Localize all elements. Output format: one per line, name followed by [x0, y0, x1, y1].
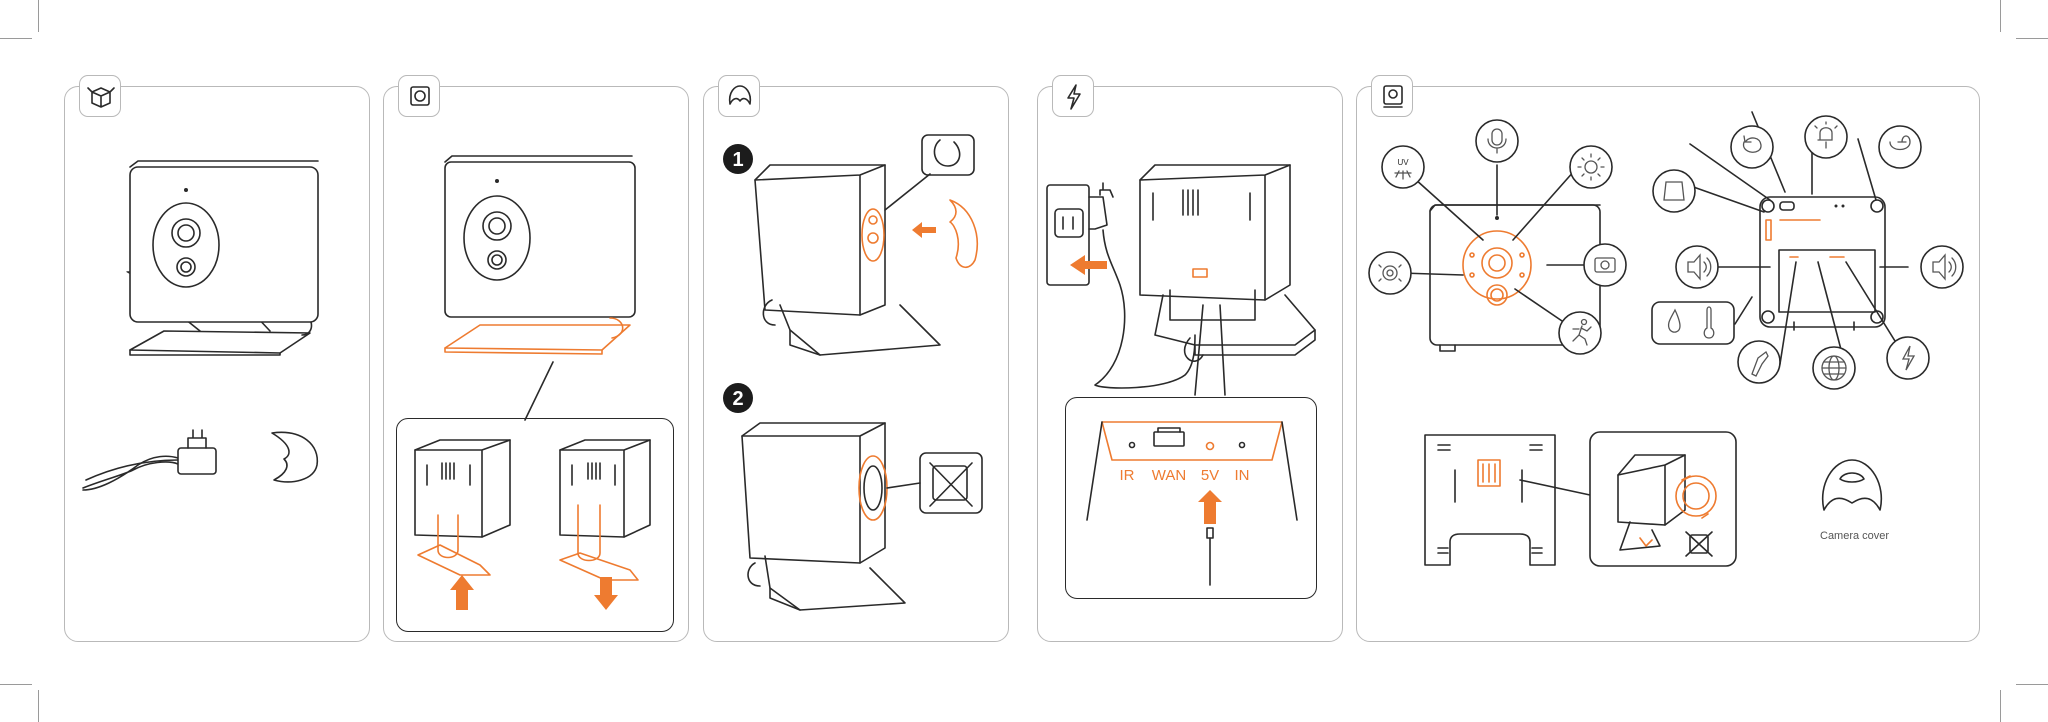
led-indicator-icon	[1814, 121, 1838, 149]
crop-mark	[2000, 690, 2001, 722]
port-label-in: IN	[1235, 467, 1250, 484]
cover-attached-step	[741, 422, 983, 611]
port-label-ir: IR	[1120, 467, 1135, 484]
svg-text:2: 2	[732, 388, 743, 410]
rear-panel-switch	[1424, 431, 1737, 567]
speaker-icon	[1687, 253, 1712, 281]
sd-card-icon	[1663, 181, 1685, 201]
motion-icon	[1572, 318, 1592, 346]
camera-rear-features	[1651, 111, 1964, 390]
camera-front-features: UV	[1368, 119, 1627, 355]
crop-mark	[2016, 38, 2048, 39]
camera-cover-graphic	[1821, 459, 1883, 511]
power-adapter	[82, 429, 217, 491]
svg-text:1: 1	[732, 149, 743, 171]
microphone-icon	[1487, 128, 1507, 154]
light-sensor-icon	[1577, 153, 1605, 181]
wall-outlet-and-camera	[1046, 164, 1316, 396]
panel-tab	[1052, 75, 1094, 117]
wifi-globe-icon	[1821, 355, 1847, 381]
reset-icon	[1742, 135, 1762, 153]
camera-icon	[1383, 85, 1403, 108]
camera-cover-part	[271, 431, 319, 483]
crop-mark	[38, 690, 39, 722]
step-number-1: 1	[723, 144, 753, 174]
humidity-icon	[1667, 308, 1681, 333]
crop-mark	[2000, 0, 2001, 32]
box-icon	[87, 87, 115, 108]
panel-tab	[1371, 75, 1413, 117]
sensor-probe-icon	[1751, 351, 1769, 377]
stand-inset-callout-line	[524, 361, 554, 421]
port-label-5v: 5V	[1201, 467, 1219, 484]
crop-mark	[38, 0, 39, 32]
cover-magnet-step	[754, 134, 979, 356]
svg-text:UV: UV	[1397, 158, 1409, 167]
stand-attach-steps	[414, 439, 651, 610]
panel-tab	[398, 75, 440, 117]
stand-inset-box	[396, 418, 674, 632]
camera-on-orange-base	[444, 155, 636, 355]
panel-tab	[718, 75, 760, 117]
thermometer-icon	[1703, 306, 1715, 339]
port-panel: IR WAN 5V IN	[1086, 421, 1298, 586]
camera-with-stand	[126, 160, 319, 356]
crop-mark	[2016, 684, 2048, 685]
speaker-icon	[1932, 253, 1957, 281]
crop-mark	[0, 684, 32, 685]
crop-mark	[0, 38, 32, 39]
panel-tab	[79, 75, 121, 117]
camera-snapshot-icon	[1594, 257, 1616, 273]
camera-cover-label: Camera cover	[1820, 530, 1890, 542]
ports-inset-box	[1065, 397, 1317, 599]
mount-cover-icon	[728, 85, 752, 105]
camera-base-icon	[410, 86, 430, 106]
audio-jack-icon	[1889, 135, 1911, 151]
step-number-2: 2	[723, 383, 753, 413]
port-label-wan: WAN	[1152, 467, 1186, 484]
power-icon	[1901, 345, 1916, 371]
uv-light-icon: UV	[1394, 158, 1412, 180]
ir-led-icon	[1378, 264, 1402, 282]
power-bolt-icon	[1067, 84, 1081, 110]
